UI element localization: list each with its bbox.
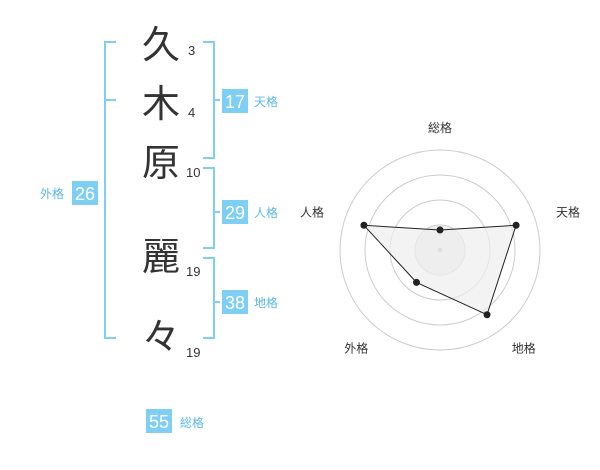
radar-point bbox=[412, 278, 420, 286]
radar-point bbox=[483, 311, 491, 319]
jinkaku-label: 人格 bbox=[254, 205, 278, 220]
tenkaku-value: 17 bbox=[225, 92, 245, 112]
tenkaku-label: 天格 bbox=[254, 94, 278, 109]
radar-point bbox=[360, 221, 368, 229]
name-char-3: 原 bbox=[142, 141, 180, 185]
stroke-count-2: 4 bbox=[188, 105, 195, 120]
jinkaku-value: 29 bbox=[225, 203, 245, 223]
gaikaku-bracket bbox=[104, 41, 116, 339]
stroke-count-3: 10 bbox=[186, 165, 200, 180]
stroke-count-4: 19 bbox=[186, 264, 200, 279]
radar-point bbox=[512, 221, 520, 229]
gaikaku-label: 外格 bbox=[40, 186, 64, 201]
stroke-count-5: 19 bbox=[186, 345, 200, 360]
radar-axis-label-soukaku: 総格 bbox=[428, 120, 452, 135]
gaikaku-value: 26 bbox=[75, 184, 95, 204]
name-char-4: 麗 bbox=[142, 235, 180, 279]
stroke-count-1: 3 bbox=[188, 43, 195, 58]
chikaku-badge bbox=[222, 290, 248, 314]
jinkaku-badge bbox=[222, 200, 248, 224]
soukaku-badge bbox=[146, 409, 172, 433]
radar-axis-label-gaikaku: 外格 bbox=[344, 341, 368, 356]
radar-axis-label-tenkaku: 天格 bbox=[556, 204, 580, 219]
soukaku-value: 55 bbox=[149, 412, 169, 432]
radar-area bbox=[362, 224, 517, 316]
radar-axis-label-chikaku: 地格 bbox=[512, 341, 536, 356]
name-char-1: 久 bbox=[142, 23, 180, 67]
radar-point bbox=[436, 226, 444, 234]
name-char-5: 々 bbox=[142, 315, 180, 359]
chikaku-bracket bbox=[203, 257, 220, 339]
chikaku-value: 38 bbox=[225, 293, 245, 313]
radar-axis-label-jinkaku: 人格 bbox=[300, 204, 324, 219]
gaikaku-badge bbox=[72, 181, 98, 205]
jinkaku-bracket bbox=[203, 167, 220, 249]
radar-points bbox=[360, 221, 520, 319]
soukaku-label: 総格 bbox=[180, 415, 204, 430]
chikaku-label: 地格 bbox=[254, 295, 278, 310]
tenkaku-badge bbox=[222, 89, 248, 113]
tenkaku-bracket bbox=[203, 41, 220, 159]
radar-ring bbox=[339, 149, 541, 351]
radar-chart: 総格 天格 地格 外格 人格 bbox=[300, 120, 580, 356]
name-char-2: 木 bbox=[142, 82, 180, 126]
radar-ring bbox=[364, 174, 516, 326]
